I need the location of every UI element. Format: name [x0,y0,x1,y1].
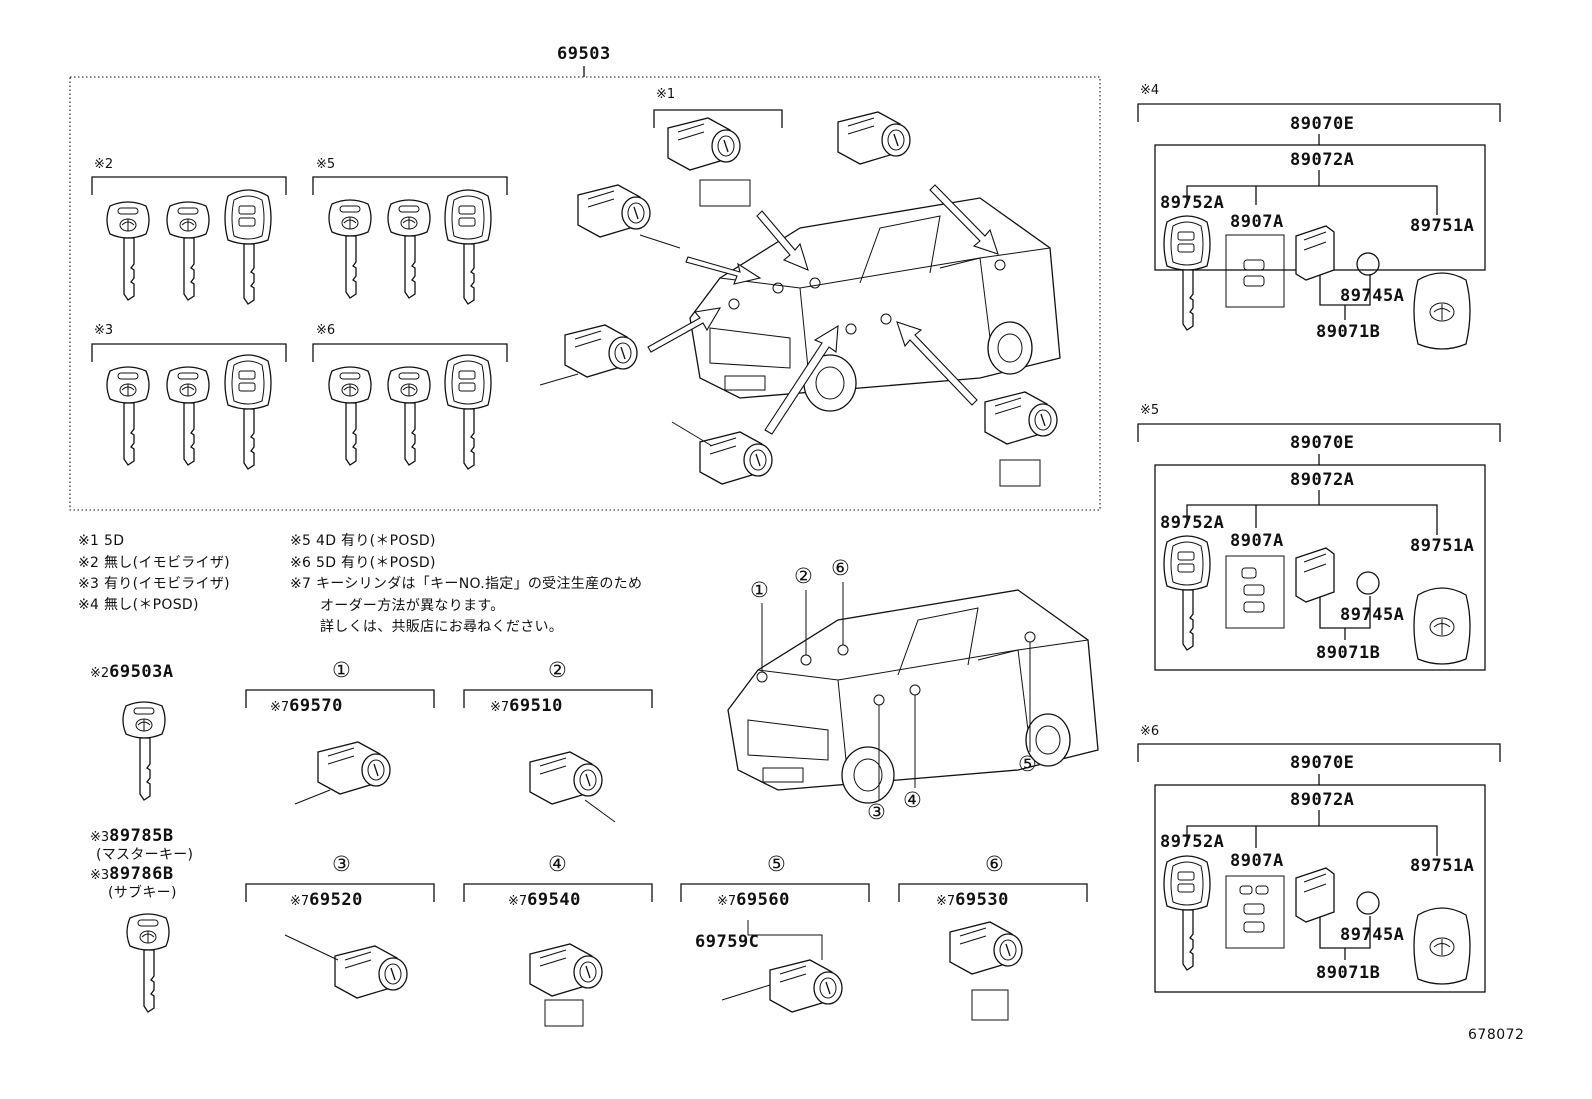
key-set-mark: ※3 [94,323,114,338]
cylinder-callout-number: ⑤ [767,852,786,876]
key-set-mark: ※2 [94,157,114,172]
sub-part-number: 69759C [695,932,760,952]
cylinder-mark: ※7 [508,894,528,909]
sub-key-label: (サブキー) [108,885,177,901]
loose-key-a-mark: ※2 [90,666,110,681]
cylinder-part-number: 69570 [289,696,343,716]
loose-key-b-label-1: ※389785B [90,828,174,845]
note-line: ※1 5D [78,533,125,549]
remote-battery-part-number: 89745A [1340,925,1405,945]
loose-key-b-mark: ※3 [90,830,110,845]
cylinder-part-label: ※769530 [936,892,1009,909]
cylinder-part-number: 69520 [309,890,363,910]
cylinder-part-number: 69510 [509,696,563,716]
remote-group-mark: ※6 [1140,724,1160,739]
note-line: ※7 キーシリンダは「キーNO.指定」の受注生産のため [290,576,643,592]
note-line: オーダー方法が異なります。 [320,598,505,614]
key-set-mark: ※5 [316,157,336,172]
note-line: ※4 無し(＊POSD) [78,597,199,613]
cylinder-mark: ※7 [290,894,310,909]
remote-key-part-number: 89752A [1160,513,1225,533]
remote-assembly-part-number: 89070E [1290,433,1355,453]
remote-sub-assembly-part-number: 89072A [1290,150,1355,170]
remote-battery-part-number: 89745A [1340,286,1405,306]
loose-key-a-part-number: 69503A [109,662,174,682]
remote-group-mark: ※4 [1140,83,1160,98]
note-line: ※6 5D 有り(＊POSD) [290,555,436,571]
remote-transmitter-part-number: 89071B [1316,963,1381,983]
remote-cover-part-number: 89751A [1410,536,1475,556]
cylinder-part-label: ※769570 [270,698,343,715]
remote-cover-part-number: 89751A [1410,856,1475,876]
remote-plate-part-number: 8907A [1230,531,1284,551]
remote-transmitter-part-number: 89071B [1316,322,1381,342]
assembly-part-number: 69503 [557,44,611,64]
cylinder-callout-number: ⑥ [985,852,1004,876]
remote-plate-part-number: 8907A [1230,851,1284,871]
cylinder-callout-number: ④ [548,852,567,876]
remote-key-part-number: 89752A [1160,193,1225,213]
sub-key-part-number: 89786B [109,864,174,884]
cylinder-part-label: ※769520 [290,892,363,909]
master-key-label: (マスターキー) [96,847,194,863]
cylinder-mark: ※7 [490,700,510,715]
cylinder-part-label: ※769510 [490,698,563,715]
note-line: ※2 無し(イモビライザ) [78,555,230,571]
note-line: 詳しくは、共販店にお尋ねください。 [320,619,564,635]
cylinder-part-number: 69530 [955,890,1009,910]
van-callout: ④ [903,788,922,812]
cylinder-callout-number: ① [332,658,351,682]
master-key-part-number: 89785B [109,826,174,846]
remote-assembly-part-number: 89070E [1290,114,1355,134]
cylinder-mark: ※7 [270,700,290,715]
van-callout: ① [750,578,769,602]
van-callout: ② [794,564,813,588]
remote-group-mark: ※5 [1140,403,1160,418]
remote-key-part-number: 89752A [1160,832,1225,852]
remote-sub-assembly-part-number: 89072A [1290,790,1355,810]
loose-key-b-label-2: ※389786B [90,866,174,883]
van-callout: ⑤ [1018,752,1037,776]
document-number: 678072 [1468,1027,1525,1043]
cylinder-mark: ※7 [936,894,956,909]
remote-sub-assembly-part-number: 89072A [1290,470,1355,490]
remote-plate-part-number: 8907A [1230,212,1284,232]
cylinder-callout-number: ③ [332,852,351,876]
van-callout: ⑥ [831,556,850,580]
cylinder-part-number: 69560 [736,890,790,910]
loose-key-b-mark: ※3 [90,868,110,883]
remote-assembly-part-number: 89070E [1290,753,1355,773]
remote-cover-part-number: 89751A [1410,216,1475,236]
remote-transmitter-part-number: 89071B [1316,643,1381,663]
remote-battery-part-number: 89745A [1340,605,1405,625]
cylinder-part-label: ※769560 [717,892,790,909]
note-line: ※3 有り(イモビライザ) [78,576,230,592]
cylinder-callout-number: ② [548,658,567,682]
note-line: ※5 4D 有り(＊POSD) [290,533,436,549]
cylinder-part-label: ※769540 [508,892,581,909]
key-set-mark: ※6 [316,323,336,338]
cylinder-mark: ※7 [717,894,737,909]
sub-assembly-mark: ※1 [656,87,676,102]
cylinder-part-number: 69540 [527,890,581,910]
van-callout: ③ [867,800,886,824]
loose-key-a-label: ※269503A [90,664,174,681]
